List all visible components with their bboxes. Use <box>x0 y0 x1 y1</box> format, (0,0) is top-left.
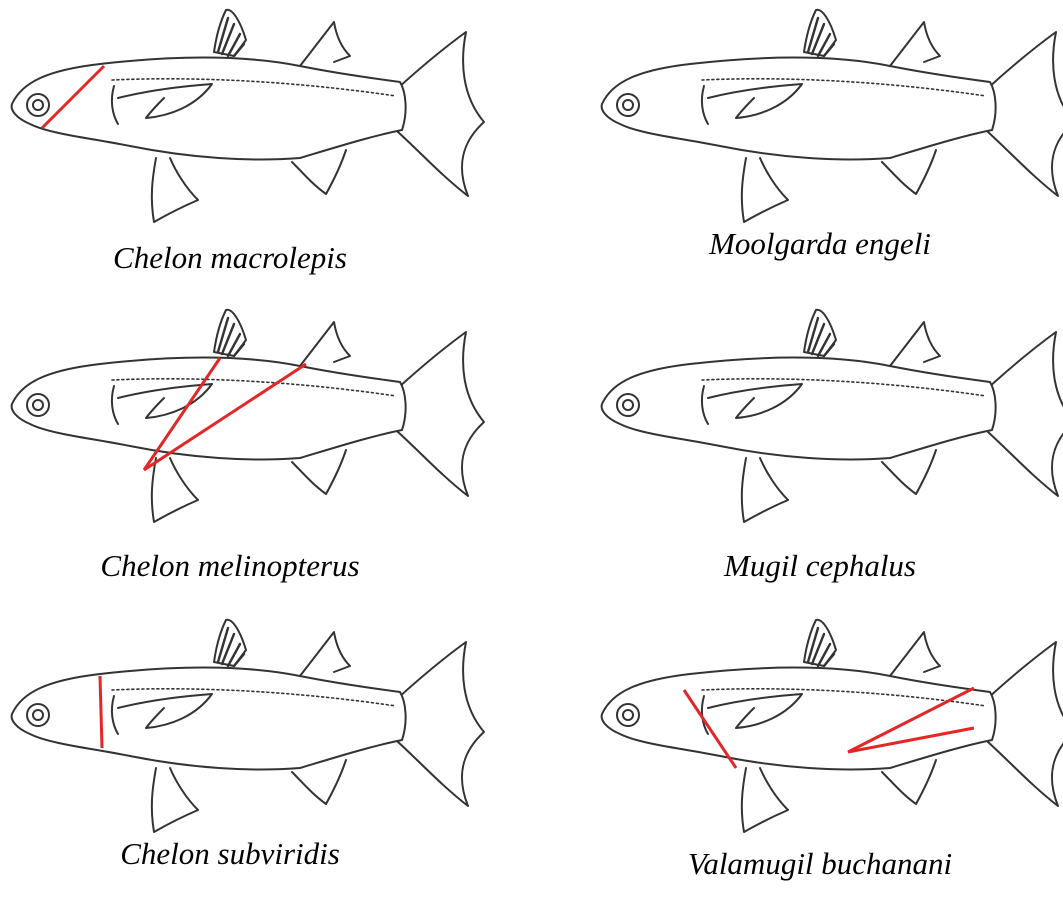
fish-illustration <box>590 300 1063 530</box>
fish-panel-valamugil-buchanani: Valamugil buchanani <box>590 610 1063 900</box>
fish-illustration <box>590 0 1063 230</box>
fish-illustration <box>590 610 1063 840</box>
fish-illustration <box>0 300 500 530</box>
species-caption: Chelon melinopterus <box>0 548 460 584</box>
species-caption: Mugil cephalus <box>590 548 1050 584</box>
species-caption: Chelon subviridis <box>0 836 460 872</box>
fish-illustration <box>0 0 500 230</box>
fish-panel-chelon-macrolepis: Chelon macrolepis <box>0 0 500 290</box>
species-caption: Moolgarda engeli <box>590 226 1050 262</box>
fish-panel-chelon-subviridis: Chelon subviridis <box>0 610 500 900</box>
measurement-line <box>100 676 102 748</box>
fish-panel-chelon-melinopterus: Chelon melinopterus <box>0 300 500 590</box>
species-caption: Valamugil buchanani <box>590 846 1050 882</box>
fish-panel-mugil-cephalus: Mugil cephalus <box>590 300 1063 590</box>
fish-panel-moolgarda-engeli: Moolgarda engeli <box>590 0 1063 290</box>
fish-illustration <box>0 610 500 840</box>
species-caption: Chelon macrolepis <box>0 240 460 276</box>
